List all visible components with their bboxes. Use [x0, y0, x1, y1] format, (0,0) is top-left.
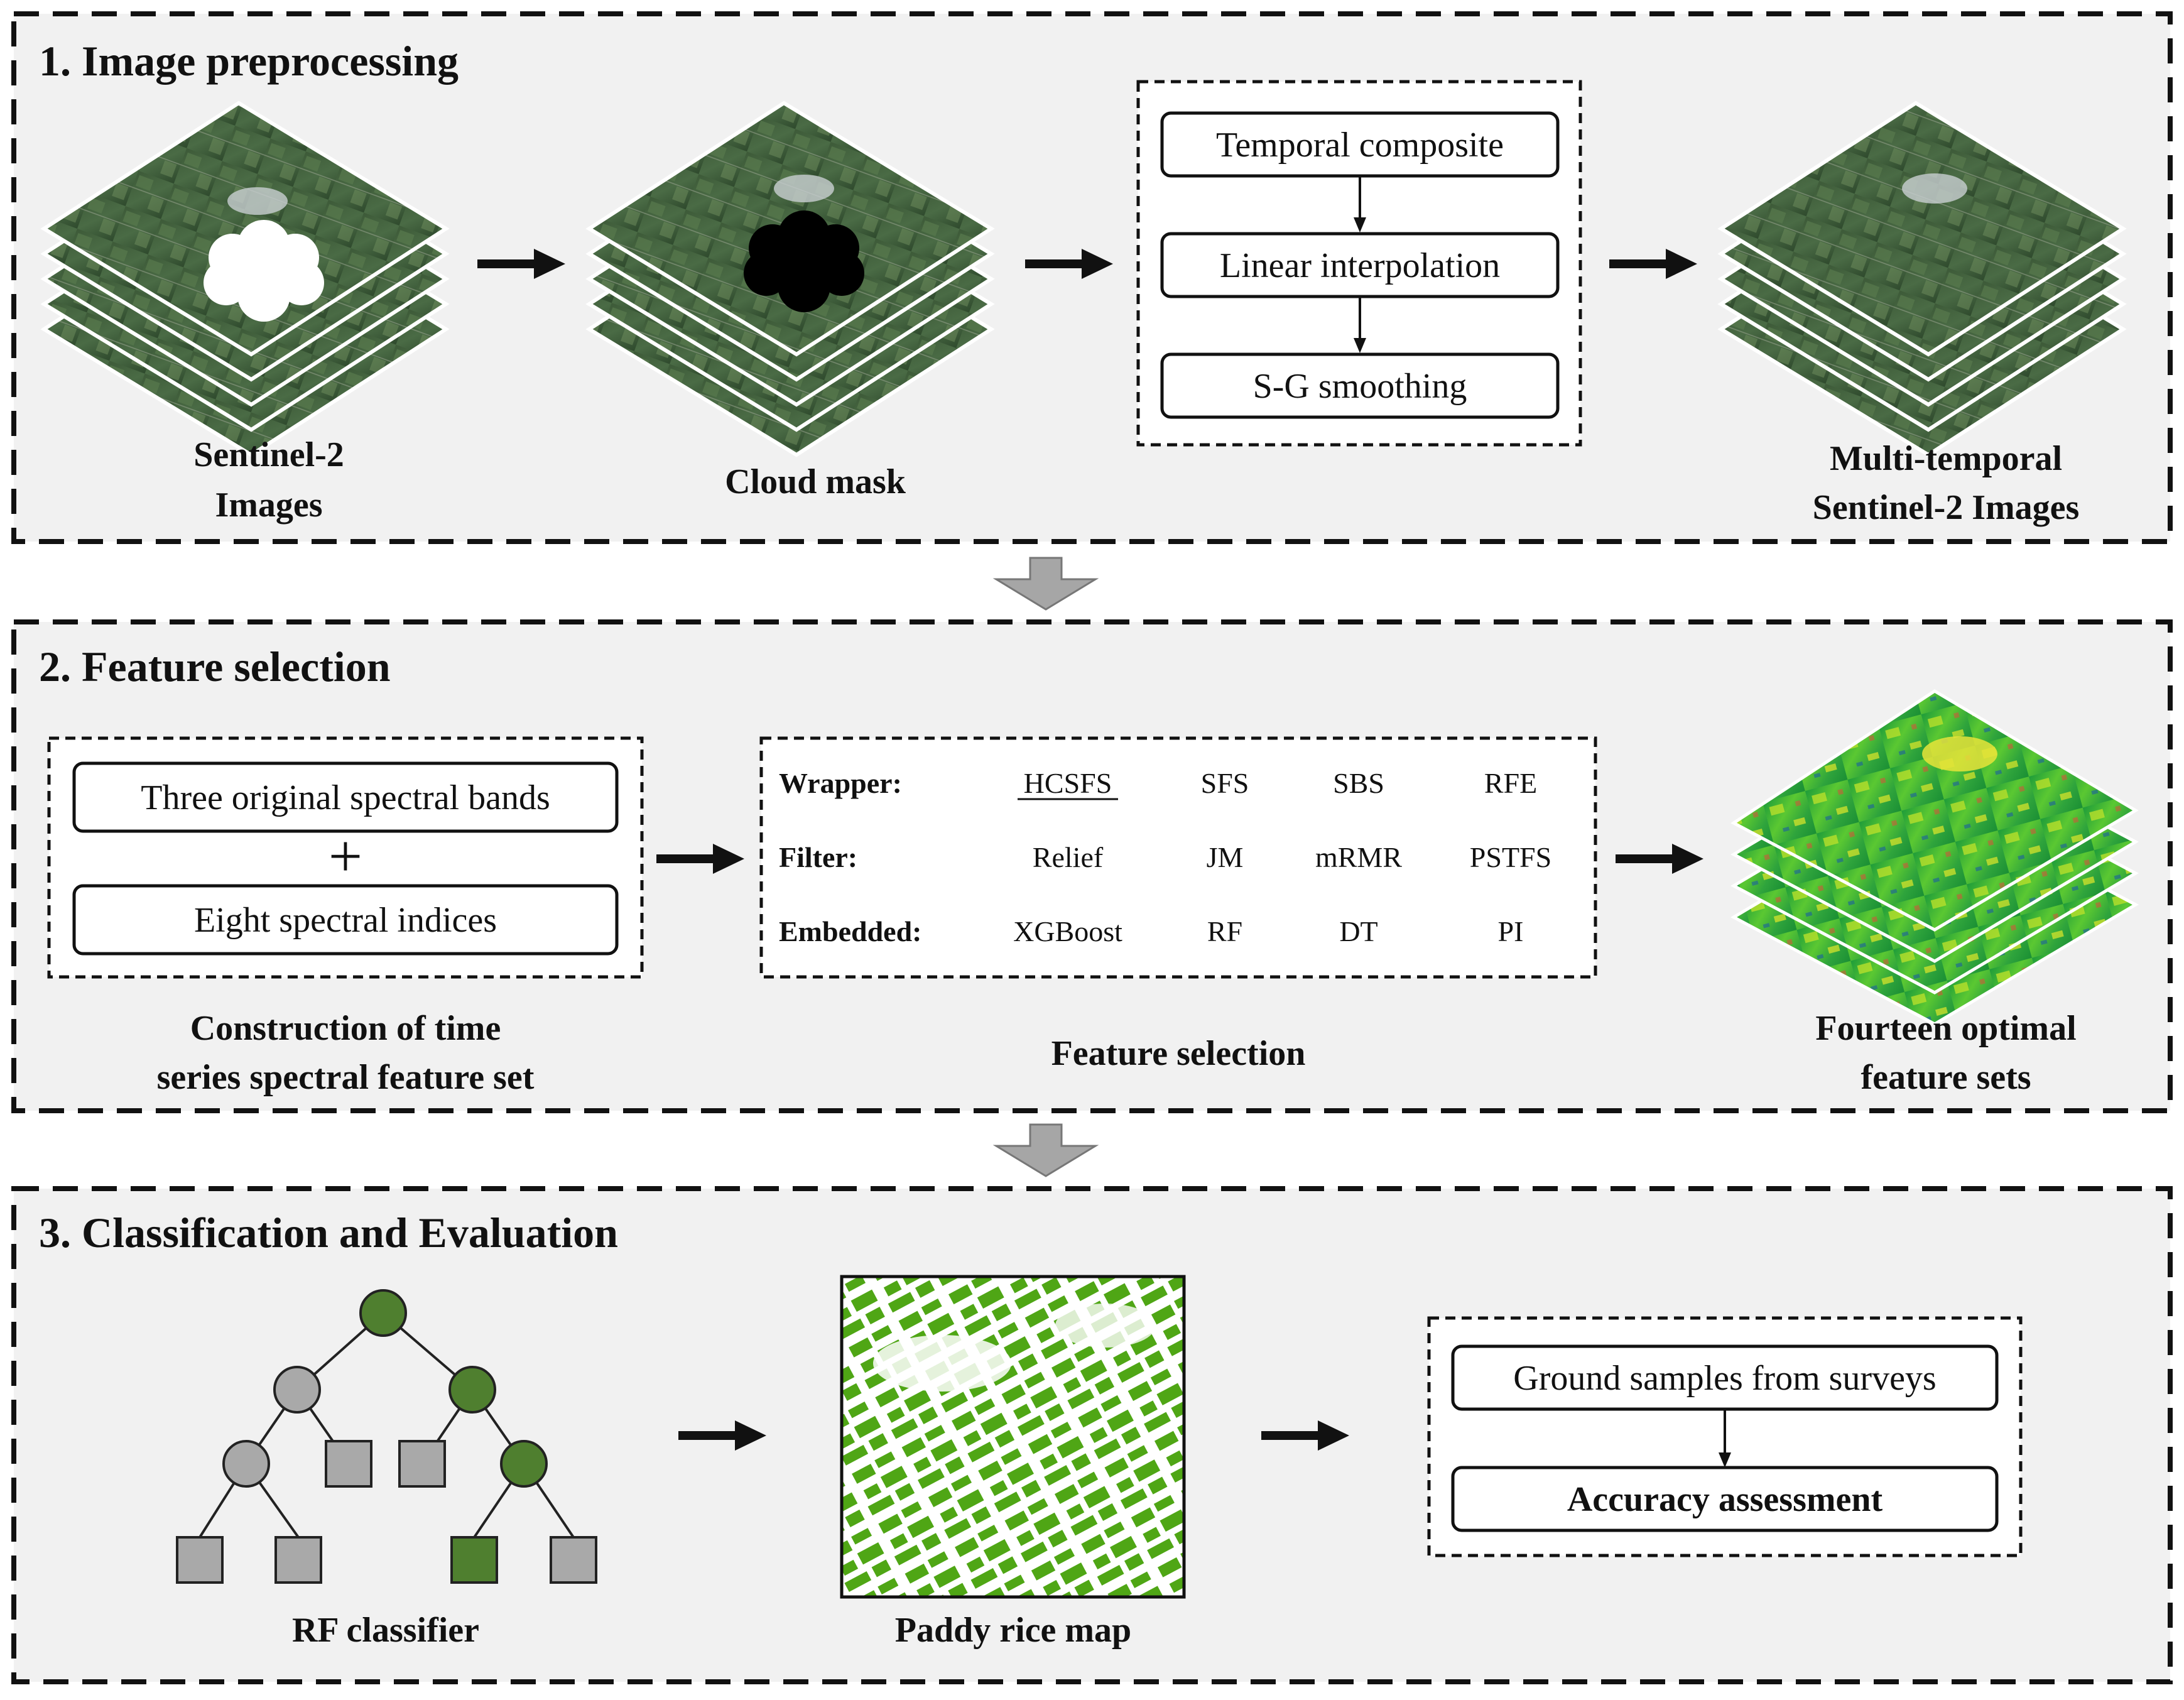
ground-samples-label: Ground samples from surveys	[1513, 1359, 1936, 1398]
optimal-feature-stack	[1730, 689, 2139, 1026]
tree-node-green-right	[448, 1366, 496, 1414]
sentinel-caption-line-2: Images	[215, 486, 322, 525]
sentinel-caption-line-1: Sentinel-2	[193, 435, 344, 474]
method-rf: RF	[1207, 915, 1242, 947]
method-hcsfs: HCSFS	[1024, 767, 1112, 799]
filter-label: Filter:	[779, 841, 857, 873]
spectral-indices-label: Eight spectral indices	[194, 901, 497, 940]
assessment-group: Ground samples from surveys Accuracy ass…	[1427, 1316, 2023, 1557]
accuracy-assessment-box	[1451, 1466, 1999, 1532]
tree-leaf-gray	[398, 1440, 446, 1488]
spectral-indices-box	[72, 884, 619, 956]
feature-selection-caption: Feature selection	[1051, 1034, 1306, 1073]
arrow-to-cloud-mask	[477, 249, 565, 279]
embedded-label: Embedded:	[779, 915, 921, 947]
accuracy-assessment-label: Accuracy assessment	[1567, 1480, 1883, 1519]
method-sbs: SBS	[1333, 767, 1384, 799]
method-mrmr: mRMR	[1315, 841, 1402, 873]
linear-interpolation-label: Linear interpolation	[1220, 246, 1500, 285]
section-image-preprocessing: 1. Image preprocessing Sentinel-2 Images	[11, 11, 2173, 544]
optimal-caption-line-2: feature sets	[1861, 1058, 2031, 1097]
method-xgboost: XGBoost	[1013, 915, 1122, 947]
arrow-to-optimal-sets	[1616, 844, 1703, 874]
sg-smoothing-label: S-G smoothing	[1253, 367, 1467, 406]
wrapper-label: Wrapper:	[779, 767, 902, 799]
method-jm: JM	[1207, 841, 1244, 873]
construction-caption-line-1: Construction of time	[190, 1009, 501, 1048]
section-classification-evaluation: 3. Classification and Evaluation RF cl	[11, 1186, 2173, 1684]
tree-leaf-gray	[176, 1536, 224, 1584]
method-pstfs: PSTFS	[1470, 841, 1551, 873]
multitemporal-caption-line-1: Multi-temporal	[1830, 439, 2062, 478]
multitemporal-caption-line-2: Sentinel-2 Images	[1813, 488, 2080, 527]
multitemporal-image-stack	[1717, 101, 2127, 457]
sentinel-image-stack	[40, 101, 450, 457]
arrow-to-rice-map	[678, 1420, 766, 1451]
arrow-to-multitemporal	[1609, 249, 1697, 279]
tree-node-gray-lower	[222, 1440, 270, 1488]
paddy-rice-map	[840, 1275, 1186, 1599]
tree-leaf-gray	[274, 1536, 322, 1584]
arrow-to-method-table	[656, 844, 744, 874]
rf-tree-diagram	[176, 1289, 597, 1584]
cloud-mask-stack	[585, 101, 995, 457]
sg-smoothing-box	[1160, 352, 1560, 419]
temporal-composite-label: Temporal composite	[1216, 126, 1504, 165]
tree-leaf-gray	[325, 1440, 372, 1488]
cloud-shape	[204, 220, 324, 322]
tree-leaf-green	[450, 1536, 498, 1584]
arrow-to-preprocess-steps	[1025, 249, 1113, 279]
section-3-title: 3. Classification and Evaluation	[39, 1209, 618, 1256]
method-relief: Relief	[1033, 841, 1104, 873]
section-2-to-3-arrow	[992, 1123, 1099, 1177]
masked-cloud-shape	[744, 210, 864, 312]
method-dt: DT	[1339, 915, 1377, 947]
section-1-to-2-arrow	[992, 557, 1099, 611]
tree-node-green-lower	[500, 1440, 548, 1488]
cloud-mask-caption: Cloud mask	[725, 462, 906, 501]
method-rfe: RFE	[1484, 767, 1537, 799]
optimal-caption-line-1: Fourteen optimal	[1815, 1009, 2076, 1048]
tree-leaf-gray	[550, 1536, 597, 1584]
section-feature-selection: 2. Feature selection Three original spec…	[11, 619, 2173, 1113]
tree-node-gray-left	[273, 1366, 321, 1414]
arrow-to-assessment	[1261, 1420, 1349, 1451]
rf-classifier-caption: RF classifier	[292, 1611, 479, 1650]
preprocessing-steps-group: Temporal composite Linear interpolation …	[1136, 80, 1582, 447]
tree-root-node	[359, 1289, 407, 1337]
plus-sign: +	[329, 822, 362, 890]
method-sfs: SFS	[1201, 767, 1249, 799]
section-2-title: 2. Feature selection	[39, 643, 391, 690]
spectral-bands-label: Three original spectral bands	[141, 778, 550, 817]
section-1-title: 1. Image preprocessing	[39, 37, 459, 85]
method-pi: PI	[1498, 915, 1524, 947]
paddy-rice-caption: Paddy rice map	[895, 1611, 1131, 1650]
construction-caption-line-2: series spectral feature set	[157, 1058, 535, 1097]
method-table: Wrapper: HCSFS SFS SBS RFE Filter: Relie…	[759, 736, 1597, 979]
spectral-bands-box	[72, 761, 619, 833]
feature-construction-group: Three original spectral bands + Eight sp…	[47, 736, 644, 979]
